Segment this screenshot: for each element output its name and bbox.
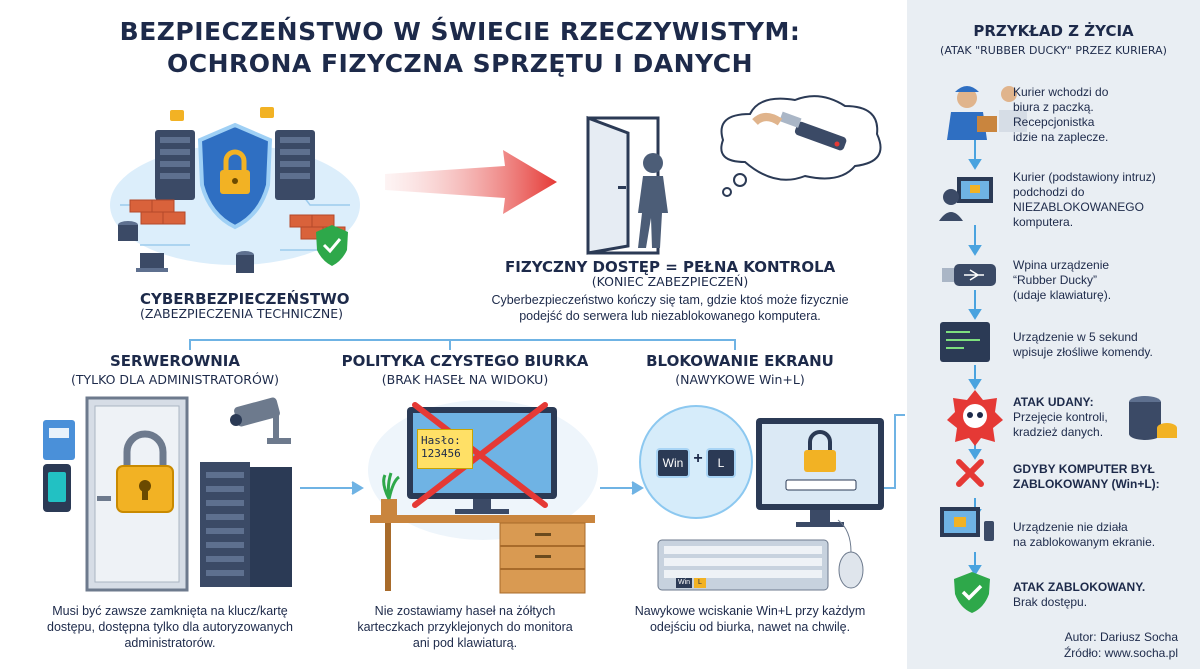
step-2-line-3: NIEZABLOKOWANEGO [1013,200,1144,214]
padlock-icon [116,430,174,513]
red-arrow-icon [385,150,557,214]
title-line-1: BEZPIECZEŃSTWO W ŚWIECIE RZECZYWISTYM: [119,17,801,46]
cyber-illustration [110,107,360,273]
step-8-line-2: Brak dostępu. [1013,595,1088,609]
sticky-note-line-2: 123456 [421,447,461,460]
step-4-text: Urządzenie w 5 sekund wpisuje złośliwe k… [1013,330,1193,360]
clean-desk-heading: POLITYKA CZYSTEGO BIURKA [341,352,589,370]
source-credit: Źródło: www.socha.pl [1063,646,1178,660]
step-3-line-1: Wpina urządzenie [1013,258,1110,272]
step-2-line-4: komputera. [1013,215,1074,229]
locked-monitor-icon [756,418,884,527]
step-7-line-2: na zablokowanym ekranie. [1013,535,1156,549]
screen-lock-text: Nawykowe wciskanie Win+L przy każdym ode… [615,603,885,635]
step-4-line-2: wpisuje złośliwe komendy. [1013,345,1153,359]
server-racks-icon [200,462,292,587]
step-6-line-1: GDYBY KOMPUTER BYŁ [1013,462,1155,476]
step-7-text: Urządzenie nie działa na zablokowanym ek… [1013,520,1193,550]
connector-lines [189,339,905,495]
intruder-computer-icon [939,177,993,221]
step-2-text: Kurier (podstawiony intruz) podchodzi do… [1013,170,1193,230]
physical-heading: FIZYCZNY DOSTĘP = PEŁNA KONTROLA [505,258,836,276]
locked-computer-icon [940,507,994,541]
server-room-text-line-2: dostępu, dostępna tylko dla autoryzowany… [47,620,293,634]
clean-desk-text-line-2: karteczkach przyklejonych do monitora [357,620,573,634]
step-6-text: GDYBY KOMPUTER BYŁ ZABLOKOWANY (Win+L): [1013,462,1193,492]
step-2-line-1: Kurier (podstawiony intruz) [1013,170,1156,184]
step-2-line-2: podchodzi do [1013,185,1085,199]
cyber-heading: CYBERBEZPIECZEŃSTWO [140,290,350,308]
step-1-line-2: biura z paczką. [1013,100,1094,114]
step-1-line-4: idzie na zaplecze. [1013,130,1109,144]
server-room-text-line-3: administratorów. [124,636,216,650]
keyboard-l-key: L [694,578,706,588]
physical-subheading: (KONIEC ZABEZPIECZEŃ) [591,274,749,289]
step-3-text: Wpina urządzenie “Rubber Ducky” (udaje k… [1013,258,1193,303]
step-6-line-2: ZABLOKOWANY (Win+L): [1013,477,1160,491]
step-5-line-2: Przejęcie kontroli, [1013,410,1108,424]
step-3-line-3: (udaje klawiaturę). [1013,288,1112,302]
intruder-icon [638,153,668,248]
clean-desk-text-line-1: Nie zostawiamy haseł na żółtych [374,604,556,618]
win-key: Win [656,448,690,478]
sticky-note-line-1: Hasło: [421,434,461,447]
page-title: BEZPIECZEŃSTWO W ŚWIECIE RZECZYWISTYM: O… [20,16,900,80]
physical-text-line-2: podejść do serwera lub niezablokowanego … [519,309,821,323]
sticky-note: Hasło: 123456 [417,429,473,469]
keyboard-icon [657,539,829,591]
step-5-line-3: kradzież danych. [1013,425,1104,439]
step-1-text: Kurier wchodzi do biura z paczką. Recepc… [1013,85,1193,145]
screen-lock-illustration: Win + L Win L [638,400,898,600]
screen-lock-text-line-2: odejściu od biurka, nawet na chwilę. [649,620,851,634]
keyboard-win-key: Win [676,578,692,588]
server-room-heading: SERWEROWNIA [110,352,240,370]
screen-lock-text-line-1: Nawykowe wciskanie Win+L przy każdym [634,604,866,618]
step-5-text: ATAK UDANY: Przejęcie kontroli, kradzież… [1013,395,1123,440]
step-1-line-1: Kurier wchodzi do [1013,85,1109,99]
screen-lock-heading: BLOKOWANIE EKRANU [646,352,834,370]
security-camera-icon [230,397,291,444]
panel-subtitle: (ATAK "RUBBER DUCKY" PRZEZ KURIERA) [940,44,1167,57]
step-8-line-1: ATAK ZABLOKOWANY. [1013,580,1146,594]
step-7-line-1: Urządzenie nie działa [1013,520,1128,534]
red-x-icon [956,459,984,487]
clean-desk-text: Nie zostawiamy haseł na żółtych karteczk… [335,603,595,651]
server-room-illustration [43,396,292,592]
step-3-line-2: “Rubber Ducky” [1013,273,1098,287]
author-credit: Autor: Dariusz Socha [1064,630,1178,644]
l-key: L [706,448,736,478]
physical-text: Cyberbezpieczeństwo kończy się tam, gdzi… [455,292,885,324]
usb-thought-icon [720,95,882,197]
screen-lock-subheading: (NAWYKOWE Win+L) [675,372,805,387]
physical-text-line-1: Cyberbezpieczeństwo kończy się tam, gdzi… [491,293,849,307]
skull-icon [947,390,1003,446]
title-line-2: OCHRONA FIZYCZNA SPRZĘTU I DANYCH [166,49,754,78]
server-room-text: Musi być zawsze zamknięta na klucz/kartę… [25,603,315,651]
plant-icon [381,472,400,515]
server-rack-icon [155,130,195,200]
open-door-icon [586,115,668,255]
clean-desk-text-line-3: ani pod klawiaturą. [412,636,518,650]
usb-device-icon [942,264,996,286]
card-reader-icon [43,420,75,512]
cyber-subheading: (ZABEZPIECZENIA TECHNICZNE) [140,306,344,321]
panel-title: PRZYKŁAD Z ŻYCIA [973,22,1134,40]
clean-desk-illustration: Hasło: 123456 [365,395,600,600]
terminal-icon [940,322,990,362]
example-panel: PRZYKŁAD Z ŻYCIA (ATAK "RUBBER DUCKY" PR… [907,0,1200,669]
plus-sign: + [693,450,703,467]
receptionist-icon [999,86,1027,132]
forbidden-x-icon [412,402,548,508]
step-4-line-1: Urządzenie w 5 sekund [1013,330,1138,344]
server-room-subheading: (TYLKO DLA ADMINISTRATORÓW) [70,372,280,387]
step-1-line-3: Recepcjonistka [1013,115,1095,129]
server-room-text-line-1: Musi być zawsze zamknięta na klucz/kartę [52,604,288,618]
clean-desk-subheading: (BRAK HASEŁ NA WIDOKU) [381,372,549,387]
step-5-line-1: ATAK UDANY: [1013,395,1094,409]
green-shield-icon [954,572,990,613]
database-theft-icon [1129,396,1177,440]
step-8-text: ATAK ZABLOKOWANY. Brak dostępu. [1013,580,1193,610]
courier-icon [947,86,1027,140]
mouse-icon [837,519,864,589]
